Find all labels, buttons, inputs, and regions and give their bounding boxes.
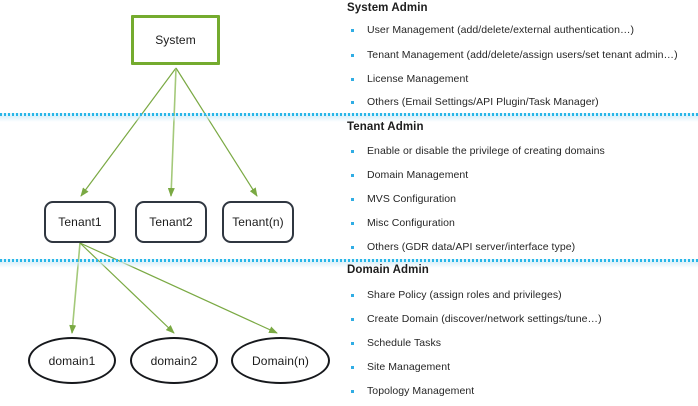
list-item[interactable]: Site Management — [340, 361, 698, 375]
edge-system-tenant1 — [80, 67, 177, 197]
edge-system-tenantn — [175, 67, 258, 197]
bullet-icon — [351, 390, 354, 393]
hierarchy-diagram: System Tenant1 Tenant2 Tenant(n) domain1… — [0, 0, 340, 406]
edge-tenant1-domain2 — [79, 242, 175, 334]
node-tenantn[interactable]: Tenant(n) — [222, 201, 294, 243]
list-item-label: Enable or disable the privilege of creat… — [367, 145, 605, 157]
list-item-label: Share Policy (assign roles and privilege… — [367, 289, 562, 301]
list-item[interactable]: Schedule Tasks — [340, 337, 698, 351]
list-item-label: Others (Email Settings/API Plugin/Task M… — [367, 96, 599, 108]
diagram-connectors — [69, 67, 278, 334]
node-domain2[interactable]: domain2 — [130, 337, 218, 384]
bullet-icon — [351, 366, 354, 369]
list-item-label: MVS Configuration — [367, 193, 456, 205]
list-item[interactable]: Topology Management — [340, 385, 698, 399]
list-item[interactable]: Enable or disable the privilege of creat… — [340, 145, 698, 159]
node-tenant1[interactable]: Tenant1 — [44, 201, 116, 243]
node-domainn[interactable]: Domain(n) — [231, 337, 330, 384]
list-item-label: Schedule Tasks — [367, 337, 442, 349]
bullet-icon — [351, 342, 354, 345]
edge-tenant1-domainn — [79, 242, 278, 334]
node-tenant2-label: Tenant2 — [149, 215, 193, 229]
bullet-icon — [351, 294, 354, 297]
list-item-label: User Management (add/delete/external aut… — [367, 24, 635, 36]
list-item-label: Topology Management — [367, 385, 475, 397]
list-item-label: Create Domain (discover/network settings… — [367, 313, 602, 325]
node-domain1-label: domain1 — [48, 353, 96, 368]
bullet-icon — [351, 222, 354, 225]
node-tenant2[interactable]: Tenant2 — [135, 201, 207, 243]
list-item[interactable]: MVS Configuration — [340, 193, 698, 207]
section-title-domain-admin: Domain Admin — [347, 264, 429, 276]
list-item-label: Site Management — [367, 361, 451, 373]
list-item[interactable]: Create Domain (discover/network settings… — [340, 313, 698, 327]
bullet-icon — [351, 174, 354, 177]
section-title-tenant-admin: Tenant Admin — [347, 121, 424, 133]
section-title-system-admin: System Admin — [347, 2, 428, 14]
bullet-icon — [351, 54, 354, 57]
node-system-label: System — [155, 33, 196, 47]
bullet-icon — [351, 150, 354, 153]
list-item[interactable]: Others (GDR data/API server/interface ty… — [340, 241, 698, 255]
edge-tenant1-domain1 — [69, 242, 81, 334]
list-item[interactable]: User Management (add/delete/external aut… — [340, 24, 698, 38]
list-item-label: Misc Configuration — [367, 217, 455, 229]
bullet-icon — [351, 198, 354, 201]
node-tenantn-label: Tenant(n) — [232, 215, 284, 229]
list-item-label: Tenant Management (add/delete/assign use… — [367, 49, 678, 61]
list-item-label: License Management — [367, 73, 469, 85]
bullet-icon — [351, 246, 354, 249]
list-item[interactable]: Domain Management — [340, 169, 698, 183]
list-item-label: Domain Management — [367, 169, 469, 181]
list-item[interactable]: Tenant Management (add/delete/assign use… — [340, 49, 698, 63]
bullet-icon — [351, 318, 354, 321]
node-domain2-label: domain2 — [150, 353, 198, 368]
node-tenant1-label: Tenant1 — [58, 215, 102, 229]
edge-system-tenant2 — [167, 67, 177, 197]
list-item[interactable]: Share Policy (assign roles and privilege… — [340, 289, 698, 303]
bullet-icon — [351, 29, 354, 32]
list-item[interactable]: License Management — [340, 73, 698, 87]
node-system[interactable]: System — [131, 15, 220, 65]
list-item-label: Others (GDR data/API server/interface ty… — [367, 241, 576, 253]
node-domain1[interactable]: domain1 — [28, 337, 116, 384]
node-domainn-label: Domain(n) — [252, 353, 309, 368]
list-item[interactable]: Misc Configuration — [340, 217, 698, 231]
bullet-icon — [351, 78, 354, 81]
bullet-icon — [351, 101, 354, 104]
list-item[interactable]: Others (Email Settings/API Plugin/Task M… — [340, 96, 698, 110]
privileges-panel: System Admin User Management (add/delete… — [340, 0, 698, 406]
